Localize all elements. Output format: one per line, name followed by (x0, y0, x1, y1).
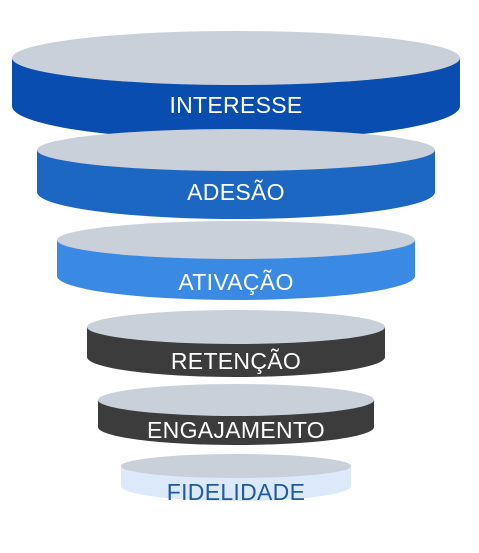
funnel-stage-retencao: RETENÇÃO (87, 310, 385, 377)
stage-label: INTERESSE (169, 92, 302, 118)
funnel-stage-adesao: ADESÃO (37, 129, 435, 219)
stage-label: ATIVAÇÃO (178, 269, 293, 295)
stage-top (57, 221, 415, 259)
stage-top (87, 310, 385, 344)
stage-top (121, 454, 351, 478)
funnel-stage-ativacao: ATIVAÇÃO (57, 221, 415, 300)
stage-label: RETENÇÃO (171, 348, 301, 374)
stage-top (37, 129, 435, 171)
funnel-stage-fidelidade: FIDELIDADE (121, 454, 351, 505)
stage-label: FIDELIDADE (167, 479, 305, 505)
stage-top (98, 384, 374, 416)
funnel-stage-interesse: INTERESSE (12, 31, 460, 140)
funnel-stage-engajamento: ENGAJAMENTO (98, 384, 374, 445)
stage-label: ADESÃO (187, 179, 285, 205)
stage-label: ENGAJAMENTO (147, 417, 325, 443)
stage-top (12, 31, 460, 85)
